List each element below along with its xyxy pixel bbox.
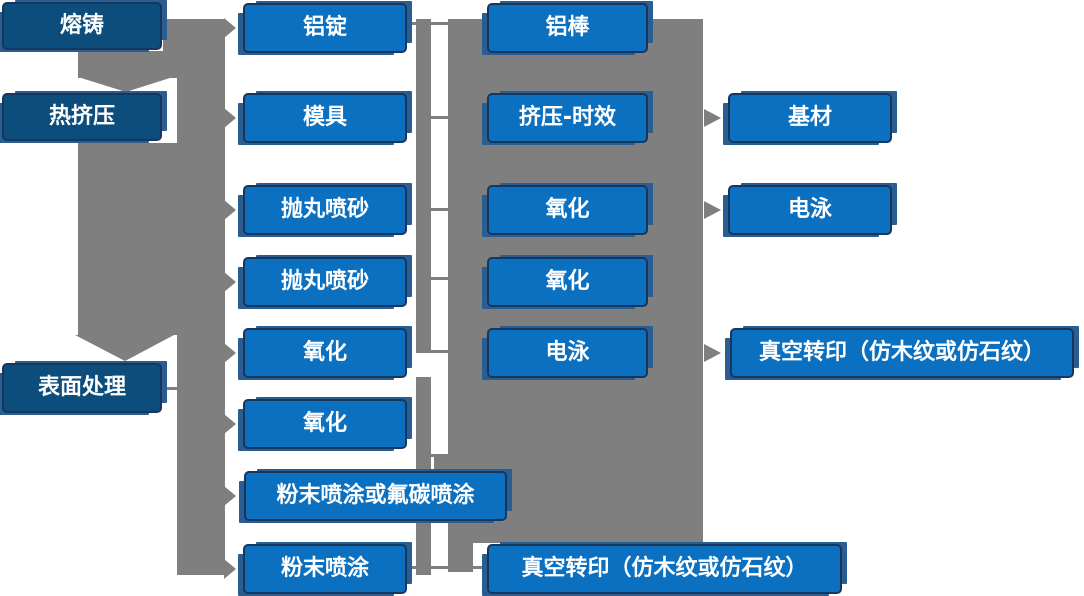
arrowhead-to-al-ingot <box>224 18 236 38</box>
node-extrusion-aging: 挤压-时效 <box>487 93 648 143</box>
node-al-rod: 铝棒 <box>487 3 648 53</box>
node-hot-extrusion: 热挤压 <box>2 93 162 141</box>
arrowhead-to-mold <box>224 108 236 128</box>
arrowhead-to-oxidation-1 <box>224 343 236 363</box>
node-vacuum-transfer-bottom: 真空转印（仿木纹或仿石纹） <box>487 544 842 594</box>
link-powder-to-vacuum-transfer <box>405 566 487 569</box>
node-powder-coating: 粉末喷涂 <box>243 544 407 594</box>
node-melt-cast: 熔铸 <box>2 2 162 50</box>
down-arrow-to-surface-treatment <box>75 335 174 361</box>
node-oxidation-3: 氧化 <box>487 185 648 235</box>
node-oxidation-2: 氧化 <box>243 399 407 449</box>
node-base-material: 基材 <box>728 93 892 143</box>
node-oxidation-4: 氧化 <box>487 257 648 307</box>
arrowhead-to-powder-or-fluorocarbon <box>224 486 236 506</box>
down-arrow-to-hot-extrusion <box>78 77 173 92</box>
node-powder-or-fluorocarbon: 粉末喷涂或氟碳喷涂 <box>244 471 507 521</box>
link-row-2 <box>430 116 448 119</box>
arrowhead-to-shot-blast-2 <box>224 272 236 292</box>
node-mold: 模具 <box>243 93 407 143</box>
node-oxidation-1: 氧化 <box>243 328 407 378</box>
link-row-7 <box>430 454 448 457</box>
arrowhead-to-oxidation-2 <box>224 414 236 434</box>
arrowhead-to-powder-coating <box>224 559 236 579</box>
node-shot-blast-1: 抛丸喷砂 <box>243 185 407 235</box>
trunk-top-segment <box>163 19 225 52</box>
link-row-3 <box>430 208 448 211</box>
node-al-ingot: 铝锭 <box>243 3 407 53</box>
link-al-ingot-al-rod <box>407 22 448 25</box>
middle-strip-upper <box>416 19 431 353</box>
surface-treatment-link-line <box>162 387 178 390</box>
arrowhead-to-vacuum-transfer-right <box>704 344 721 362</box>
trunk-band-below-hot-extrusion <box>78 143 177 335</box>
node-vacuum-transfer-right: 真空转印（仿木纹或仿石纹） <box>730 328 1074 378</box>
link-row-5 <box>430 350 448 353</box>
arrowhead-to-base-material <box>704 109 721 127</box>
node-electrophoresis-1: 电泳 <box>487 328 648 378</box>
node-shot-blast-2: 抛丸喷砂 <box>243 257 407 307</box>
link-row-7-stub <box>434 454 448 472</box>
arrowhead-to-shot-blast-1 <box>224 200 236 220</box>
node-surface-treatment: 表面处理 <box>2 363 162 413</box>
node-electrophoresis-2: 电泳 <box>728 185 892 235</box>
link-row-4 <box>430 277 448 280</box>
trunk-vertical-band <box>177 51 225 575</box>
arrowhead-to-electrophoresis-2 <box>704 201 721 219</box>
